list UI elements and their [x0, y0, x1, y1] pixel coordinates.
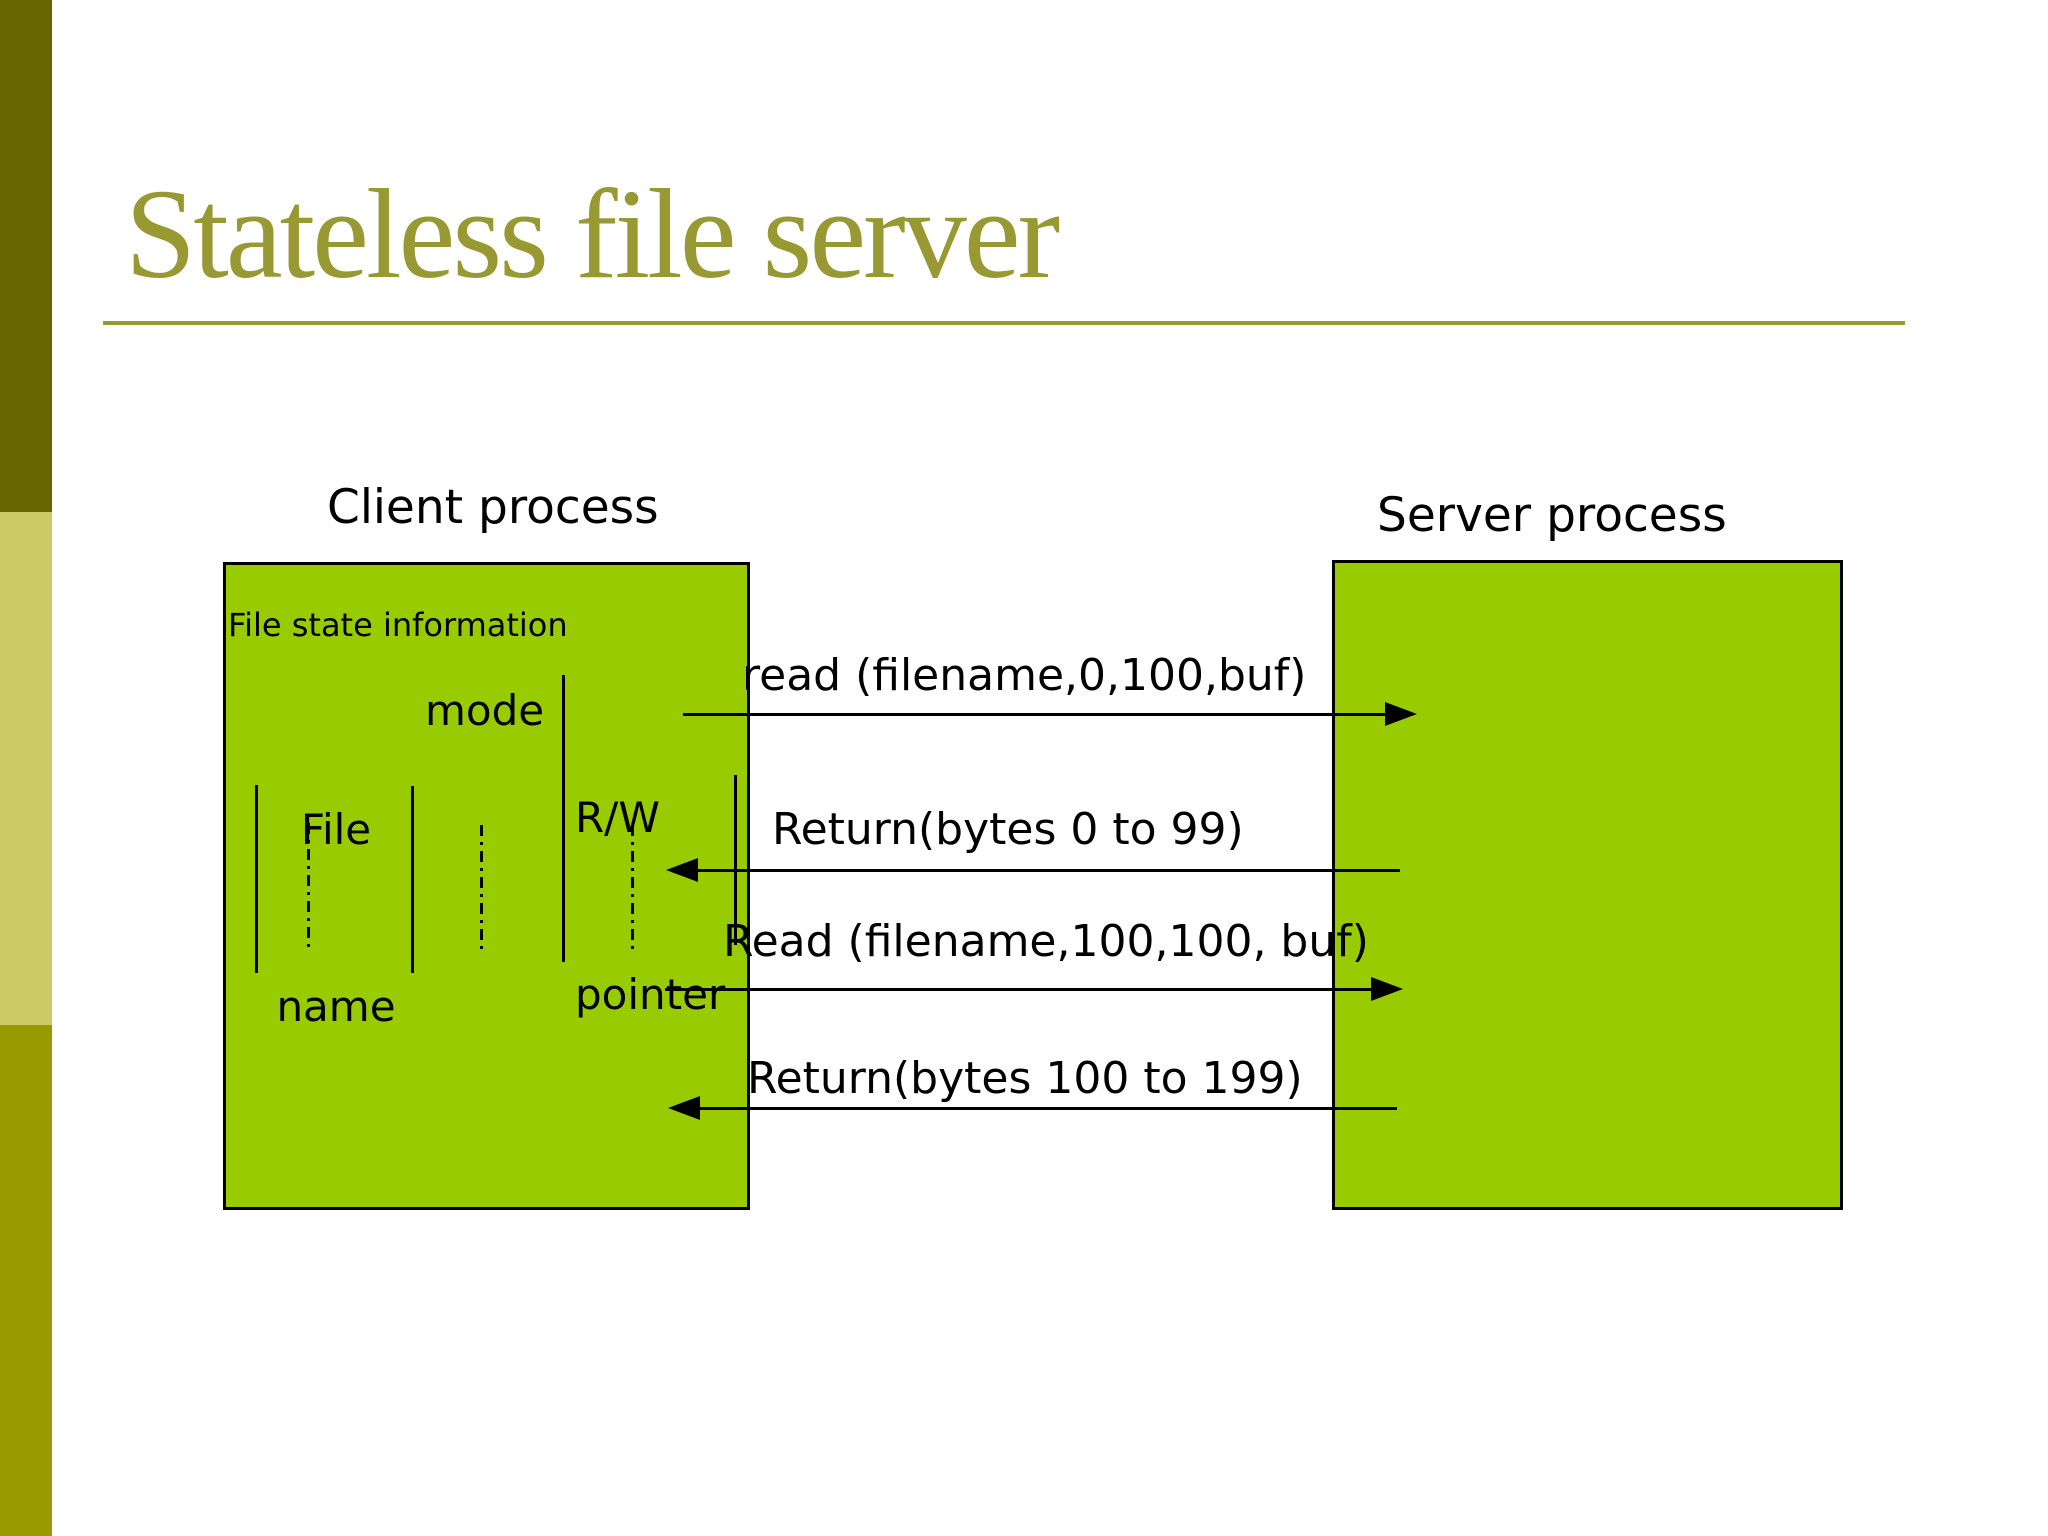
arrow-line-return-2: [698, 1107, 1397, 1110]
message-label-read-1: read (filename,0,100,buf): [742, 650, 1307, 701]
column-dashed-line-3: [631, 825, 634, 951]
arrowhead-left-icon: [668, 1096, 700, 1120]
column-header-rw-pointer: R/W pointer: [575, 670, 725, 1142]
column-header-rw-line1: R/W: [575, 793, 660, 842]
column-line-2: [411, 786, 414, 973]
sidebar-accent-bottom: [0, 1025, 52, 1536]
arrowhead-left-icon: [666, 858, 698, 882]
arrow-line-return-1: [696, 869, 1400, 872]
client-process-label: Client process: [327, 480, 659, 535]
column-line-1: [255, 785, 258, 973]
server-process-label: Server process: [1377, 488, 1727, 543]
column-header-file-line2: name: [276, 982, 396, 1031]
slide-title: Stateless file server: [125, 163, 1060, 305]
column-line-4: [734, 775, 737, 945]
arrowhead-right-icon: [1371, 977, 1403, 1001]
column-header-mode: mode: [425, 686, 545, 735]
column-line-3: [562, 675, 565, 962]
sidebar-accent-middle: [0, 512, 52, 1025]
arrowhead-right-icon: [1385, 702, 1417, 726]
arrow-line-read-2: [665, 988, 1373, 991]
file-state-information-label: File state information: [228, 606, 568, 644]
title-underline: [103, 321, 1905, 325]
client-process-box: [223, 562, 750, 1210]
message-label-return-1: Return(bytes 0 to 99): [772, 804, 1244, 855]
column-header-rw-line2: pointer: [575, 970, 726, 1019]
sidebar-accent-top: [0, 0, 52, 512]
message-label-return-2: Return(bytes 100 to 199): [747, 1053, 1303, 1104]
server-process-box: [1332, 560, 1843, 1210]
column-header-file-line1: File: [300, 805, 372, 854]
column-dashed-line-2: [480, 825, 483, 951]
column-dashed-line-1: [307, 823, 310, 951]
column-header-file-name: File name: [256, 682, 416, 1154]
arrow-line-read-1: [683, 713, 1387, 716]
message-label-read-2: Read (filename,100,100, buf): [723, 916, 1369, 967]
